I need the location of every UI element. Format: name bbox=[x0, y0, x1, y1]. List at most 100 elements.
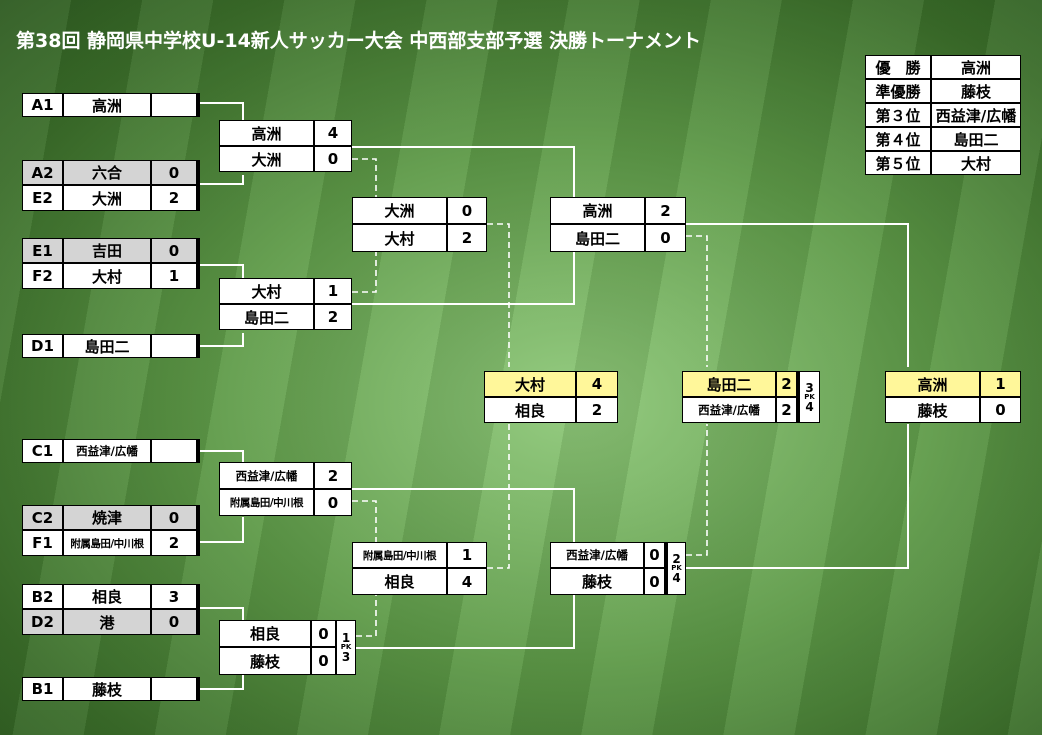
pk-value: 2 bbox=[672, 552, 681, 566]
match-r2-4: 相良 0 藤枝 0 bbox=[219, 620, 336, 675]
line-r24-win bbox=[356, 595, 575, 649]
team-name: 藤枝 bbox=[220, 648, 310, 674]
team-name: 高洲 bbox=[220, 121, 313, 145]
ranking-table: 優 勝 高洲 準優勝 藤枝 第３位 西益津/広幡 第４位 島田二 第５位 大村 bbox=[865, 55, 1021, 175]
line-r23-win bbox=[352, 488, 575, 542]
team-name: 焼津 bbox=[64, 506, 150, 529]
line-c1 bbox=[200, 450, 244, 462]
score: 2 bbox=[152, 186, 196, 210]
line-cons1-win bbox=[487, 223, 510, 367]
team-name: 相良 bbox=[220, 621, 310, 646]
line-r22-win bbox=[352, 252, 575, 305]
pk-value: 4 bbox=[805, 399, 814, 414]
line-lose-r21 bbox=[352, 158, 377, 197]
score: 2 bbox=[152, 531, 196, 555]
score bbox=[152, 335, 196, 357]
team-name: 大洲 bbox=[220, 147, 313, 171]
team-name: 島田二 bbox=[64, 335, 150, 357]
line-b1 bbox=[200, 675, 244, 690]
page-title: 第38回 静岡県中学校U-14新人サッカー大会 中西部支部予選 決勝トーナメント bbox=[16, 30, 702, 52]
team-name: 大洲 bbox=[353, 198, 446, 223]
match-semi-2: 西益津/広幡 0 藤枝 0 bbox=[550, 542, 667, 595]
score: 2 bbox=[315, 463, 351, 488]
rank-label: 第４位 bbox=[866, 128, 930, 150]
score: 0 bbox=[152, 506, 196, 529]
team-name: 大村 bbox=[485, 372, 575, 396]
team-name: 島田二 bbox=[683, 372, 775, 396]
score bbox=[152, 678, 196, 700]
score: 0 bbox=[448, 198, 486, 223]
pk-value: 1 bbox=[341, 631, 351, 645]
entry-pair-a2-e2: A2 六合 0 E2 大洲 2 bbox=[22, 160, 200, 211]
score: 2 bbox=[315, 305, 351, 329]
seed-label: D2 bbox=[23, 610, 62, 634]
team-name: 六合 bbox=[64, 161, 150, 184]
rank-team: 西益津/広幡 bbox=[932, 104, 1020, 126]
team-name: 西益津/広幡 bbox=[683, 398, 775, 422]
pk-value: 3 bbox=[805, 380, 814, 395]
score: 0 bbox=[645, 543, 664, 567]
score: 0 bbox=[312, 621, 335, 646]
seed-label: B2 bbox=[23, 585, 62, 608]
score: 3 bbox=[152, 585, 196, 608]
score: 1 bbox=[152, 264, 196, 288]
rank-team: 高洲 bbox=[932, 56, 1020, 78]
line-r21-win bbox=[352, 146, 575, 197]
entry-c1: C1 西益津/広幡 bbox=[22, 439, 200, 463]
seed-label: C1 bbox=[23, 440, 62, 462]
rank-label: 第５位 bbox=[866, 152, 930, 174]
pk-value: 3 bbox=[341, 650, 351, 664]
score: 2 bbox=[577, 398, 617, 422]
score: 0 bbox=[312, 648, 335, 674]
pk-score-semi-2: 2 PK 4 bbox=[667, 542, 686, 595]
team-name: 西益津/広幡 bbox=[64, 440, 150, 462]
pk-score-r2-4: 1 PK 3 bbox=[336, 620, 356, 675]
line-lose-r23 bbox=[352, 500, 377, 542]
team-name: 大村 bbox=[64, 264, 150, 288]
team-name: 港 bbox=[64, 610, 150, 634]
team-name: 島田二 bbox=[551, 225, 644, 251]
score: 2 bbox=[646, 198, 685, 223]
team-name: 西益津/広幡 bbox=[551, 543, 643, 567]
pk-label: PK bbox=[804, 392, 815, 401]
rank-label: 準優勝 bbox=[866, 80, 930, 102]
score: 0 bbox=[981, 398, 1020, 422]
team-name: 吉田 bbox=[64, 239, 150, 262]
entry-pair-c2-f1: C2 焼津 0 F1 附属島田/中川根 2 bbox=[22, 505, 200, 556]
match-r2-1: 高洲 4 大洲 0 bbox=[219, 120, 352, 172]
match-r2-2: 大村 1 島田二 2 bbox=[219, 278, 352, 330]
line-lose-semi2 bbox=[686, 424, 708, 556]
match-r2-3: 西益津/広幡 2 附属島田/中川根 0 bbox=[219, 462, 352, 516]
rank-team: 大村 bbox=[932, 152, 1020, 174]
line-cons2-win bbox=[487, 424, 510, 569]
team-name: 大村 bbox=[220, 279, 313, 303]
entry-d1: D1 島田二 bbox=[22, 334, 200, 358]
seed-label: C2 bbox=[23, 506, 62, 529]
team-name: 藤枝 bbox=[886, 398, 979, 422]
team-name: 藤枝 bbox=[551, 569, 643, 594]
team-name: 相良 bbox=[353, 569, 446, 594]
line-e2 bbox=[200, 175, 244, 185]
match-cons-1: 大洲 0 大村 2 bbox=[352, 197, 487, 252]
score: 4 bbox=[315, 121, 351, 145]
match-fifth-place: 大村 4 相良 2 bbox=[484, 371, 618, 423]
team-name: 附属島田/中川根 bbox=[64, 531, 150, 555]
line-semi1-win bbox=[686, 223, 909, 367]
line-d1 bbox=[200, 333, 244, 347]
score: 1 bbox=[981, 372, 1020, 396]
match-semi-1: 高洲 2 島田二 0 bbox=[550, 197, 686, 252]
entry-pair-e1-f2: E1 吉田 0 F2 大村 1 bbox=[22, 238, 200, 289]
seed-label: A1 bbox=[23, 94, 62, 116]
line-lose-r24 bbox=[356, 595, 377, 637]
line-b2 bbox=[200, 607, 244, 620]
team-name: 島田二 bbox=[220, 305, 313, 329]
team-name: 高洲 bbox=[886, 372, 979, 396]
score: 0 bbox=[315, 147, 351, 171]
team-name: 西益津/広幡 bbox=[220, 463, 313, 488]
score: 0 bbox=[645, 569, 664, 594]
score: 2 bbox=[448, 225, 486, 251]
team-name: 藤枝 bbox=[64, 678, 150, 700]
rank-label: 優 勝 bbox=[866, 56, 930, 78]
line-f2 bbox=[200, 264, 244, 278]
